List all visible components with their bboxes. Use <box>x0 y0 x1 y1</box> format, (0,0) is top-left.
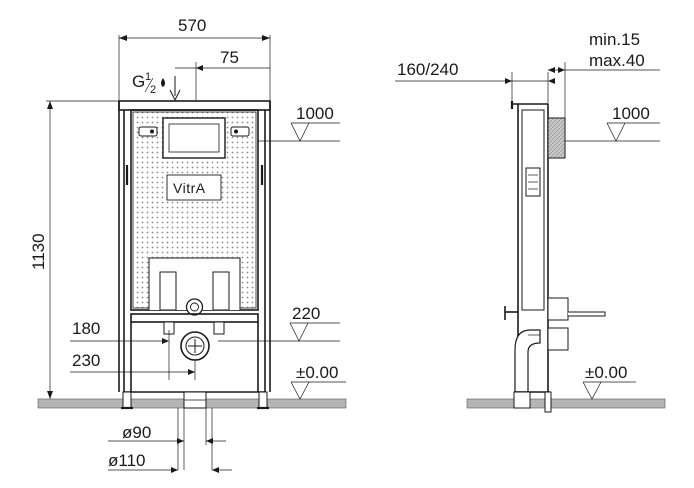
diam-110-label: ø110 <box>108 451 146 470</box>
height-label: 1130 <box>29 233 48 270</box>
side-view: 160/240 min.15 max.40 <box>395 30 666 413</box>
depth-label: 160/240 <box>397 60 458 79</box>
dim-width-570: 570 <box>118 16 271 100</box>
diam-90-label: ø90 <box>122 423 151 442</box>
width-label: 570 <box>178 16 206 35</box>
front-floor-label: ±0.00 <box>296 363 338 382</box>
brand-logo-box <box>166 174 222 201</box>
pipe-180-label: 180 <box>72 319 100 338</box>
front-frame: VitrA <box>118 100 271 410</box>
brand-logo-text: VitrA <box>173 180 206 196</box>
side-frame <box>504 101 606 413</box>
dim-diameters: ø90 ø110 <box>108 408 232 473</box>
dim-180: 180 <box>70 319 170 380</box>
front-level-label: 1000 <box>296 104 334 123</box>
min-label: min.15 <box>589 30 640 49</box>
side-level-label: 1000 <box>612 104 650 123</box>
pipe-230-label: 230 <box>72 351 100 370</box>
supply-fraction-denominator: 2 <box>150 84 156 96</box>
front-view: 570 75 G 1 2 <box>29 16 347 473</box>
dim-230: 230 <box>70 351 196 380</box>
dim-depth-160-240: 160/240 <box>395 60 555 104</box>
supply-fraction-numerator: 1 <box>145 71 151 83</box>
pipe-220-label: 220 <box>292 304 320 323</box>
front-floor-level: ±0.00 <box>290 363 346 400</box>
dim-level-1000-side: 1000 <box>565 104 660 142</box>
supply-label: G <box>132 72 145 91</box>
side-floor-level: ±0.00 <box>582 363 636 400</box>
water-supply-symbol: G 1 2 <box>132 71 181 102</box>
dim-level-1000-front: 1000 <box>258 104 340 142</box>
max-label: max.40 <box>589 51 645 70</box>
dim-offset-75: 75 <box>175 48 270 100</box>
offset-label: 75 <box>220 48 239 67</box>
dim-height-1130: 1130 <box>29 100 119 399</box>
side-floor-label: ±0.00 <box>585 363 627 382</box>
water-drop-icon <box>161 78 165 87</box>
dim-wall-thickness: min.15 max.40 <box>548 30 660 118</box>
dim-220: 220 <box>218 304 340 342</box>
side-floor <box>466 398 666 409</box>
drain-bend <box>514 329 541 393</box>
